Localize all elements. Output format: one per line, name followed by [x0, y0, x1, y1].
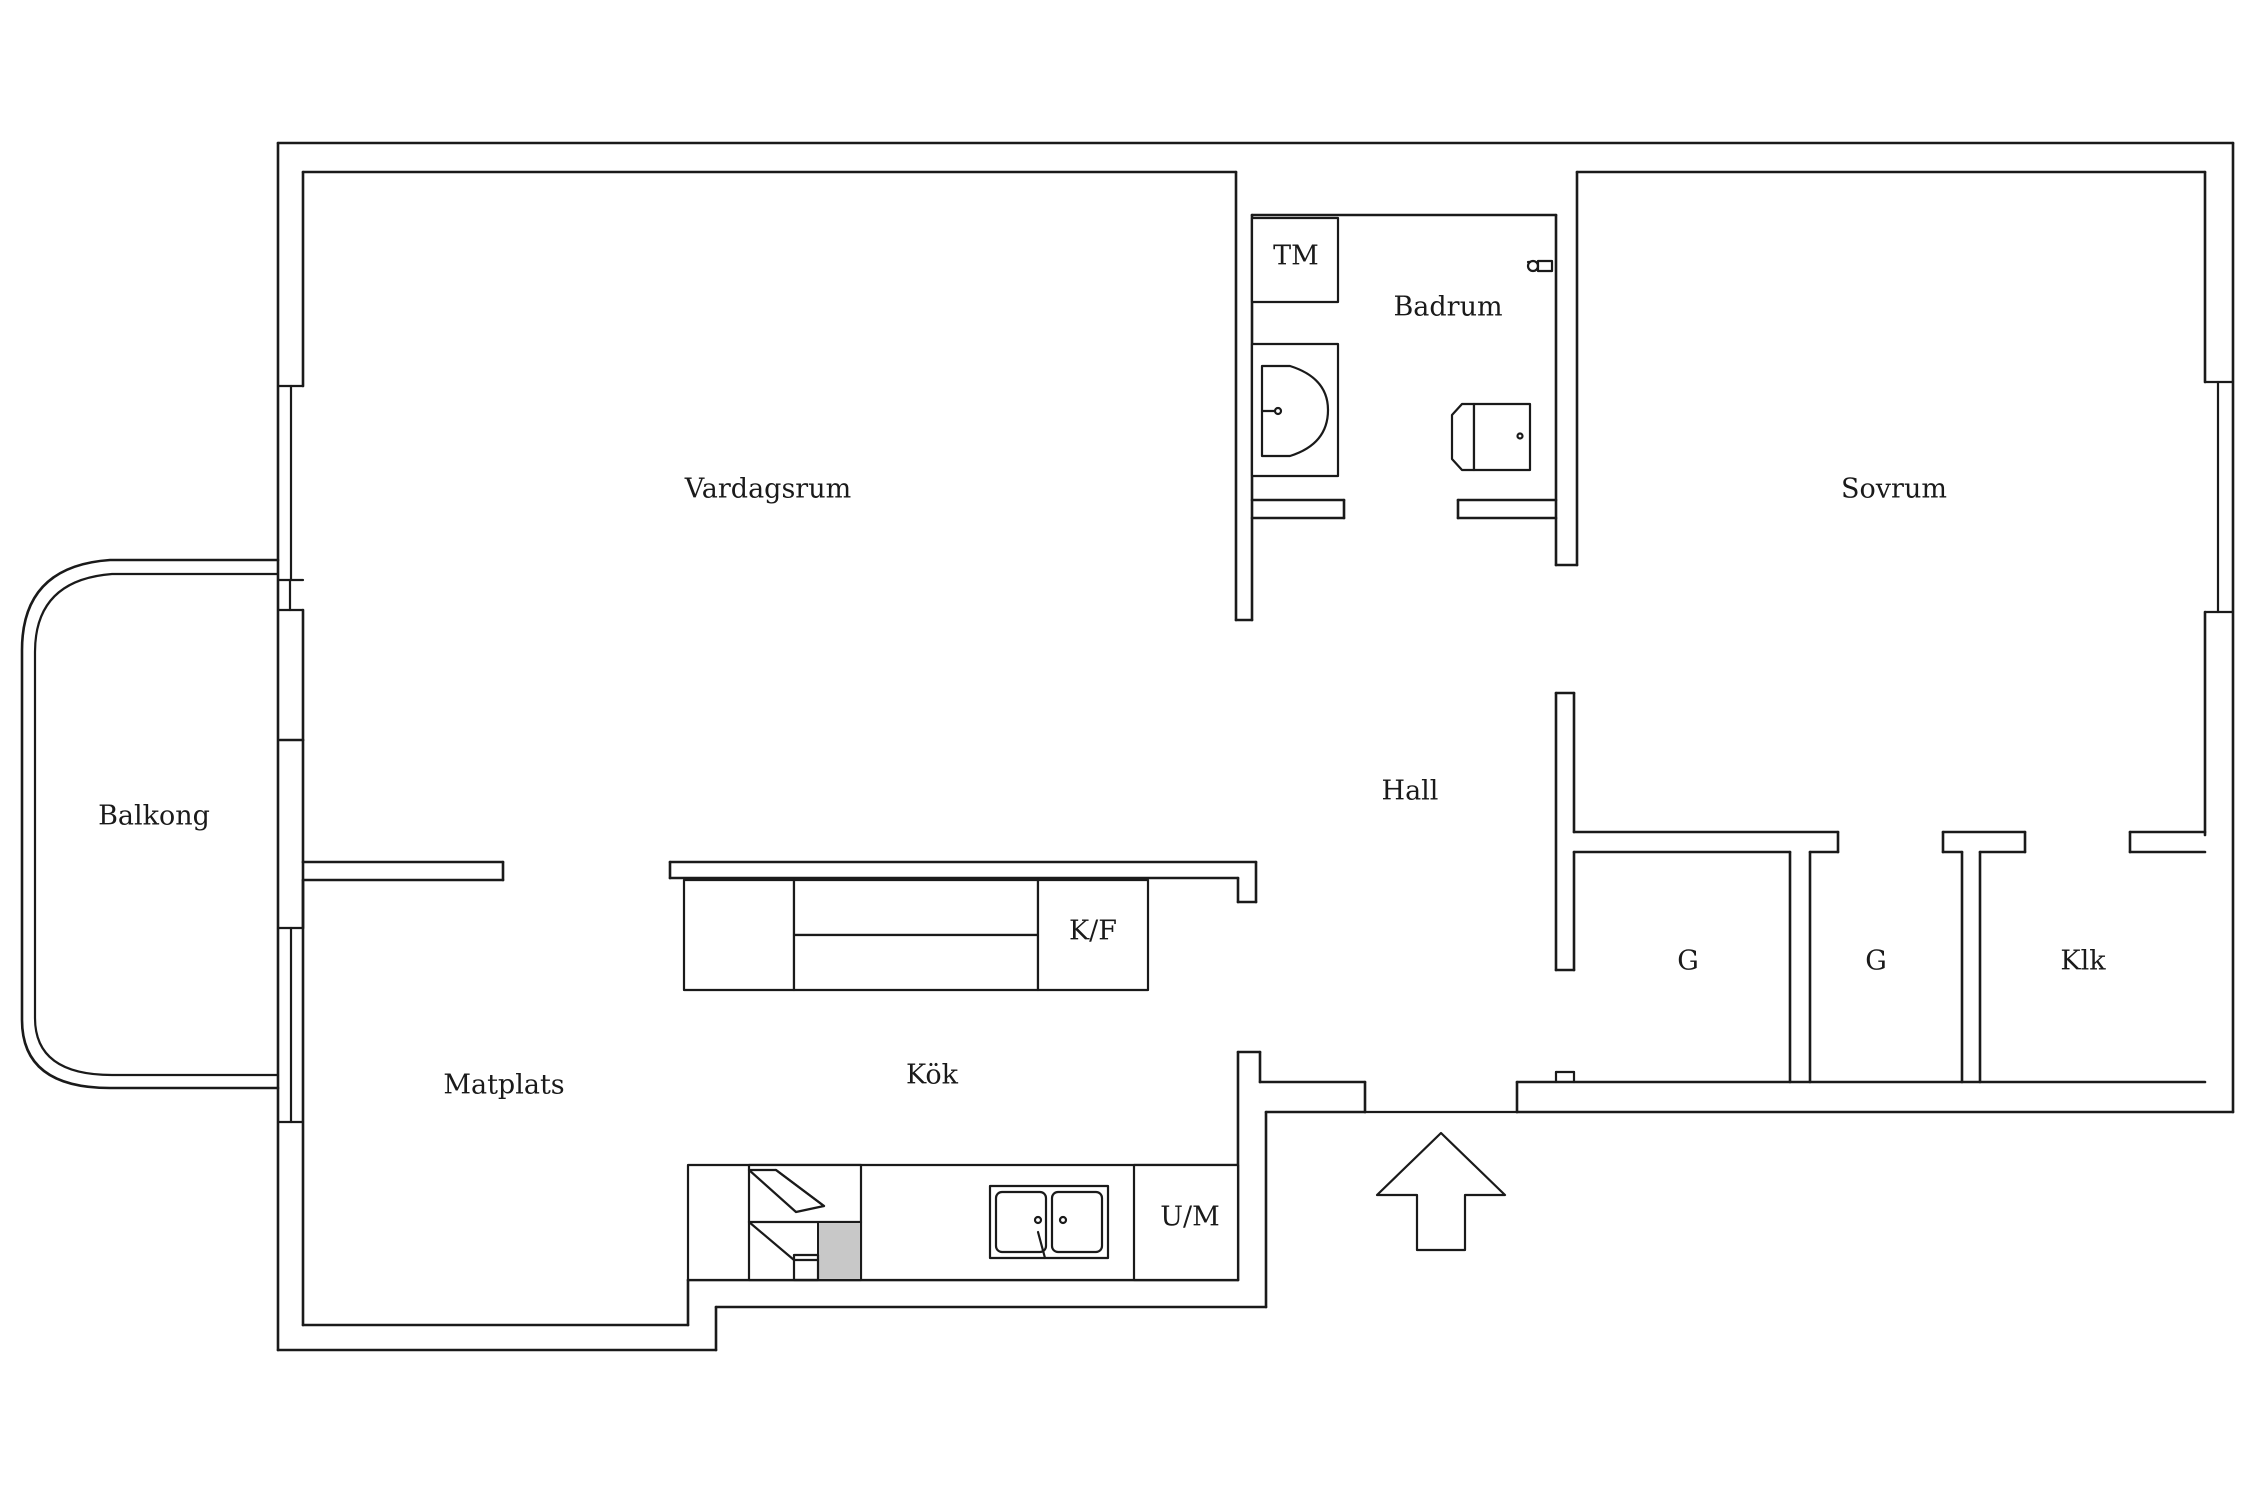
room-label-hall: Hall [1382, 776, 1439, 807]
room-label-badrum: Badrum [1393, 292, 1502, 323]
room-label-kok: Kök [906, 1060, 959, 1091]
room-label-garderob-1: G [1677, 946, 1699, 977]
balcony [20, 558, 280, 1090]
toilet [1450, 402, 1476, 472]
room-label-garderob-2: G [1865, 946, 1887, 977]
interior-walls [278, 170, 2207, 1084]
exterior-walls [276, 141, 2235, 1352]
fixture-label-kf: K/F [1069, 916, 1117, 947]
kitchen-island [682, 878, 1150, 992]
kitchen-sink [988, 1184, 1110, 1260]
fixture-label-tm: TM [1273, 241, 1319, 272]
room-label-matplats: Matplats [443, 1070, 564, 1101]
dishwasher-oven [1132, 1163, 1240, 1282]
room-label-vardagsrum: Vardagsrum [684, 474, 851, 505]
washing-machine [1250, 216, 1340, 304]
shower-icon [1526, 259, 1554, 273]
bathroom-fixtures [1250, 216, 1554, 478]
room-label-balkong: Balkong [98, 801, 210, 832]
fridge-freezer [1036, 878, 1150, 992]
room-label-sovrum: Sovrum [1841, 474, 1947, 505]
fixture-label-um: U/M [1160, 1202, 1220, 1233]
entrance-arrow-icon [1375, 1131, 1507, 1252]
room-label-klk: Klk [2060, 946, 2106, 977]
kitchen-counter [686, 1163, 1240, 1282]
